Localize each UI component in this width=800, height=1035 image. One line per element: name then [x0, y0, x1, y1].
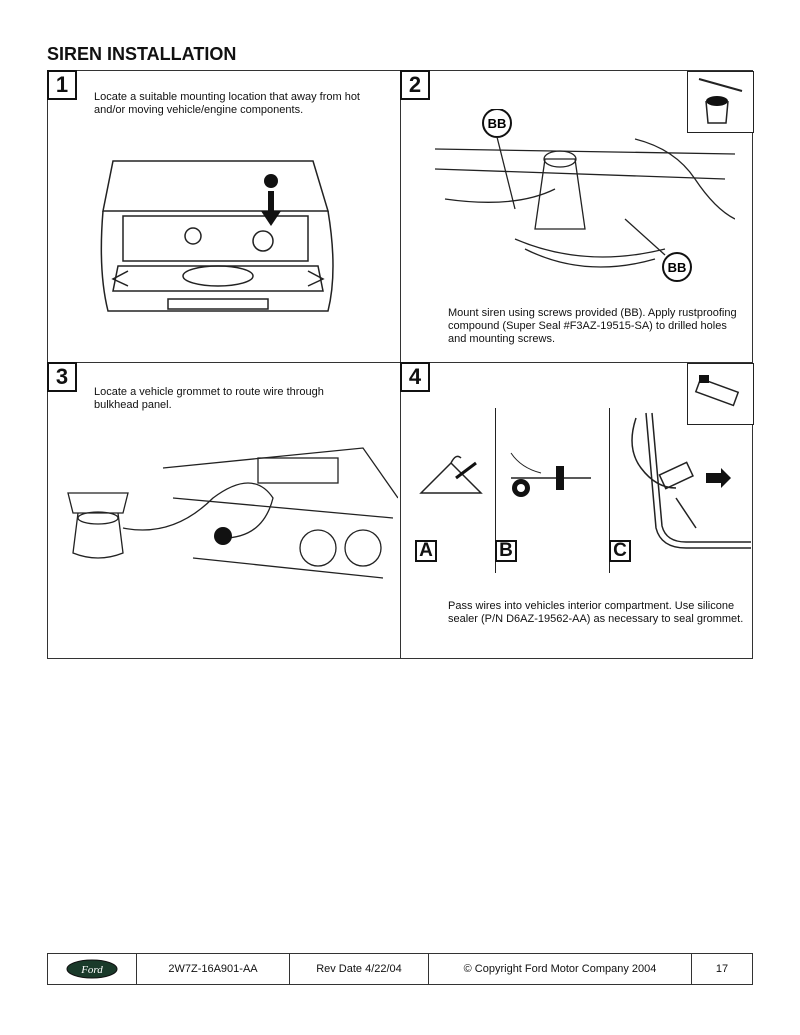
step-3-text: Locate a vehicle grommet to route wire t…	[94, 386, 324, 411]
wire-grommet-illustration	[510, 452, 591, 497]
ford-logo: Ford	[48, 954, 137, 984]
copyright: © Copyright Ford Motor Company 2004	[429, 954, 692, 984]
bb-callout: BB	[668, 260, 687, 275]
step-1-text: Locate a suitable mounting location that…	[94, 91, 360, 116]
step-1-panel: 1 Locate a suitable mounting location th…	[47, 70, 401, 363]
ford-oval-logo: Ford	[66, 959, 118, 979]
sub-step-label-a: A	[415, 540, 437, 562]
rustproofing-compound-icon	[687, 71, 754, 133]
car-hood-open-illustration	[100, 160, 334, 312]
step-number: 3	[47, 362, 77, 392]
step-4-panel: 4 A B C Pass wires into vehicles interio…	[400, 362, 754, 659]
step-number: 4	[400, 362, 430, 392]
sub-step-label-b: B	[495, 540, 517, 562]
revision-date: Rev Date 4/22/04	[290, 954, 429, 984]
step-number: 1	[47, 70, 77, 100]
silicone-sealer-icon	[687, 363, 754, 425]
step-4-text: Pass wires into vehicles interior compar…	[448, 600, 744, 625]
bulkhead-grommet-illustration	[67, 447, 398, 579]
bb-callout: BB	[488, 116, 507, 131]
step-number: 2	[400, 70, 430, 100]
svg-text:Ford: Ford	[80, 964, 103, 976]
step-2-panel: 2 BB BB Mount siren using screws provide…	[400, 70, 754, 363]
siren-mount-illustration: BB BB	[435, 109, 735, 282]
step-2-text: Mount siren using screws provided (BB). …	[448, 307, 737, 345]
page-number: 17	[715, 963, 729, 975]
wire-through-bulkhead-illustration	[631, 412, 751, 549]
part-number: 2W7Z-16A901-AA	[137, 954, 290, 984]
page-footer: Ford 2W7Z-16A901-AA Rev Date 4/22/04 © C…	[47, 953, 753, 985]
sub-step-label-c: C	[609, 540, 631, 562]
step-3-panel: 3 Locate a vehicle grommet to route wire…	[47, 362, 401, 659]
page-title: SIREN INSTALLATION	[47, 44, 237, 64]
wire-hanger-illustration	[419, 455, 483, 494]
